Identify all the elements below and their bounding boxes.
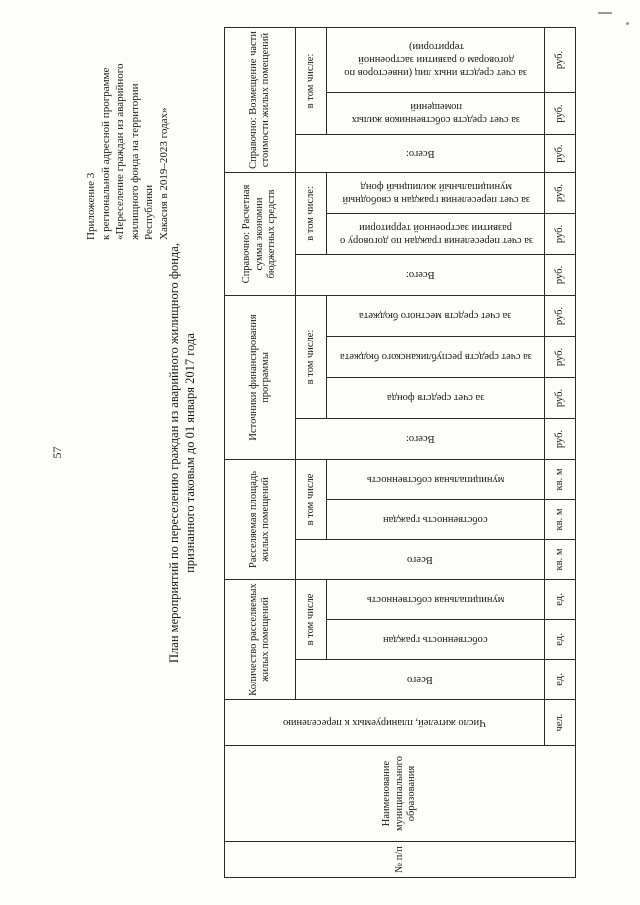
leaf-label: муниципальная собственность [366, 594, 505, 605]
total-label: Всего: [405, 269, 435, 281]
leaf-label: за счет средств местного бюджета [359, 310, 512, 322]
resettlement-plan-table: № п/п Наименование муниципального образо… [224, 27, 576, 878]
leaf-label: за счет переселения граждан в свободный … [341, 180, 530, 205]
subheader-including: в том числе: [295, 172, 327, 255]
leaf-label: за счет средств республиканского бюджета [339, 351, 532, 363]
subheader-including: в том числе: [295, 295, 327, 419]
unit-cell: кв. м [544, 539, 576, 580]
unit-cell: руб. [544, 418, 576, 460]
unit-cell: ед. [544, 579, 576, 620]
leaf-label: собственность граждан [383, 514, 488, 525]
total-label: Всего [407, 674, 433, 685]
page-number: 57 [50, 446, 64, 459]
subheader-total: Всего: [295, 134, 545, 173]
subheader-total: Всего [295, 539, 545, 580]
residents-label: Число жителей, планируемых к переселению [283, 717, 486, 728]
unit-cell: руб. [544, 295, 576, 337]
leaf-label: за счет средств собственников жилых поме… [351, 101, 520, 126]
total-label: Всего: [405, 433, 435, 445]
total-label: Всего [407, 554, 433, 565]
document-title: План мероприятий по переселению граждан … [166, 28, 198, 878]
title-line-2: признанного таковым до 01 января 2017 го… [183, 333, 197, 573]
group-title-area: Расселяемая площадь жилых помещений [224, 459, 296, 580]
header-cell-residents: Число жителей, планируемых к переселению [224, 699, 545, 746]
unit-cell: руб. [544, 134, 576, 173]
appendix-line: жилищного фонда на территории Республики [128, 83, 156, 240]
leaf-header-ownership-municipal: муниципальная собственность [326, 579, 545, 620]
title-line-1: План мероприятий по переселению граждан … [167, 243, 181, 663]
unit-cell: руб. [544, 92, 576, 135]
subheader-total: Всего: [295, 254, 545, 296]
unit-cell: руб. [544, 172, 576, 214]
subheader-total: Всего [295, 659, 545, 700]
unit-cell: руб. [544, 213, 576, 255]
unit-cell: руб. [544, 254, 576, 296]
group-title-savings: Справочно: Расчетная сумма экономии бюдж… [224, 172, 296, 296]
leaf-label: за счет средств фонда [386, 392, 485, 404]
appendix-line: «Переселение граждан из аварийного [114, 63, 126, 240]
subheader-including: в том числе [295, 579, 327, 660]
leaf-header-ownership-citizens: собственность граждан [326, 499, 545, 540]
leaf-header-republic-budget: за счет средств республиканского бюджета [326, 336, 545, 378]
unit-cell: руб. [544, 27, 576, 93]
appendix-line: Приложение 3 [85, 172, 97, 240]
total-label: Всего: [405, 147, 435, 159]
scan-artifact [626, 22, 629, 25]
leaf-header-investors-funds: за счет средств иных лиц (инвес­торов по… [326, 27, 545, 93]
unit-cell: ед. [544, 619, 576, 660]
header-cell-municipality: Наименование муниципального образования [224, 745, 576, 842]
leaf-header-ownership-citizens: собственность граждан [326, 619, 545, 660]
unit-cell: ед. [544, 659, 576, 700]
unit-cell: чел. [544, 699, 576, 746]
unit-cell: кв. м [544, 499, 576, 540]
group-title-count: Количество расселяемых жилых помещений [224, 579, 296, 700]
header-cell-npp: № п/п [224, 841, 576, 878]
leaf-label: за счет средств иных лиц (инвес­торов по… [344, 41, 527, 79]
subheader-including: в том числе [295, 459, 327, 540]
leaf-header-free-municipal-fund: за счет переселения граждан в свободный … [326, 172, 545, 214]
scan-artifact [598, 12, 612, 14]
leaf-header-local-budget: за счет средств местного бюджета [326, 295, 545, 337]
appendix-block: Приложение 3 к региональной адресной про… [84, 26, 171, 240]
leaf-label: собственность граждан [383, 634, 488, 645]
unit-cell: руб. [544, 377, 576, 419]
unit-cell: руб. [544, 336, 576, 378]
leaf-header-dev-agreement: за счет переселения граждан по договору … [326, 213, 545, 255]
group-title-reimbursement: Справочно: Возмещение части стоимости жи… [224, 27, 296, 173]
leaf-header-ownership-municipal: муниципальная собственность [326, 459, 545, 500]
unit-cell: кв. м [544, 459, 576, 500]
leaf-label: муниципальная собственность [366, 473, 505, 485]
group-title-funding: Источники финансирования программы [224, 295, 296, 460]
leaf-label: за счет переселения граждан по договору … [339, 221, 533, 246]
leaf-header-owners-funds: за счет средств собственников жилых поме… [326, 92, 545, 135]
subheader-including: в том числе: [295, 27, 327, 135]
leaf-header-fund: за счет средств фонда [326, 377, 545, 419]
subheader-total: Всего: [295, 418, 545, 460]
appendix-line: к региональной адресной программе [99, 67, 112, 240]
